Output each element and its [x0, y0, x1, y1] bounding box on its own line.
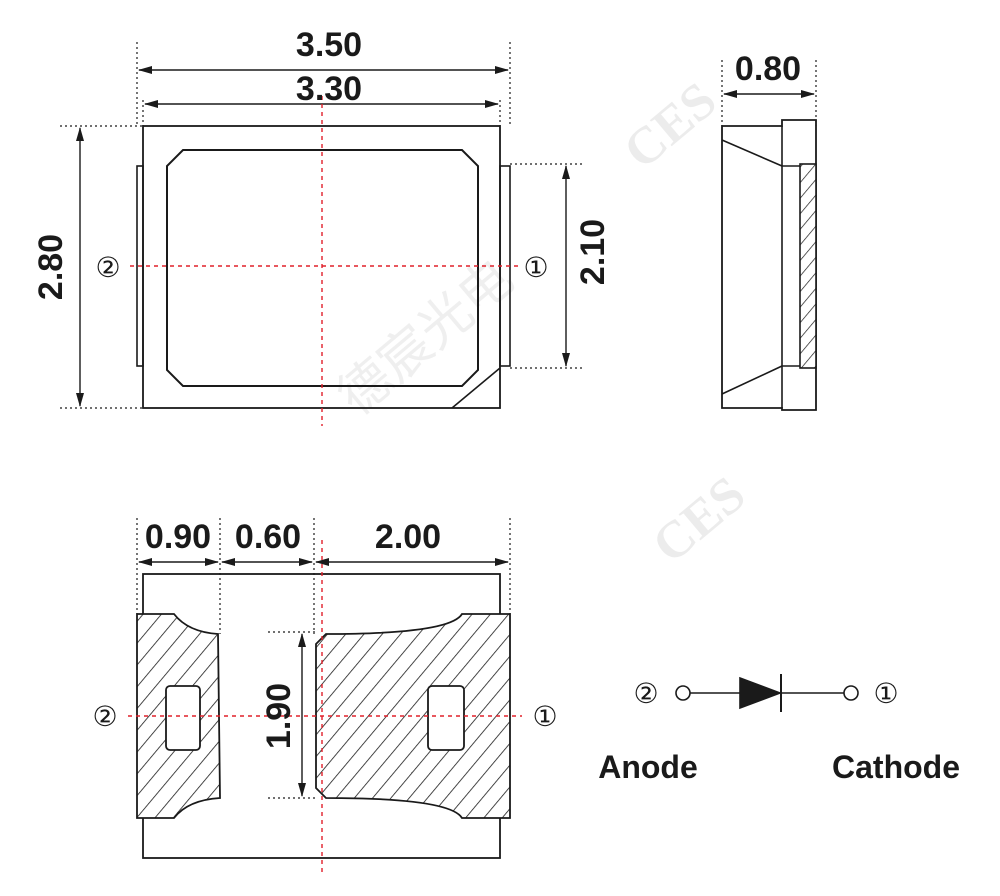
diode-triangle-icon [739, 676, 783, 710]
dim-pad-left: 0.90 [145, 518, 211, 556]
diode-symbol [675, 674, 859, 712]
dim-width-lens: 3.30 [296, 70, 362, 108]
cathode-label: Cathode [832, 749, 960, 785]
top-pin-right: ① [523, 251, 548, 284]
watermark-brand-2: CES [642, 466, 756, 575]
dim-pad-height: 1.90 [260, 683, 298, 749]
dim-thickness: 0.80 [735, 50, 801, 88]
bottom-pin-right: ① [532, 700, 557, 733]
anode-label: Anode [598, 749, 698, 785]
watermark: CES CES 德宸光电 [327, 72, 756, 575]
bottom-view [136, 518, 511, 859]
symbol-pin-anode: ② [633, 677, 658, 710]
top-pin-left: ② [95, 251, 120, 284]
dim-height-total: 2.80 [32, 234, 70, 300]
dim-width-total: 3.50 [296, 26, 362, 64]
dim-gap: 0.60 [235, 518, 301, 556]
bottom-view-center-lines [128, 540, 522, 876]
side-view [721, 60, 817, 411]
dim-height-pad: 2.10 [574, 219, 612, 285]
watermark-brand: CES [613, 72, 727, 181]
symbol-pin-cathode: ① [873, 677, 898, 710]
top-view-center-lines [130, 96, 520, 426]
watermark-brand-cn: 德宸光电 [327, 248, 525, 428]
dim-pad-right: 2.00 [375, 518, 441, 556]
bottom-pin-left: ② [92, 700, 117, 733]
top-view [60, 42, 582, 409]
